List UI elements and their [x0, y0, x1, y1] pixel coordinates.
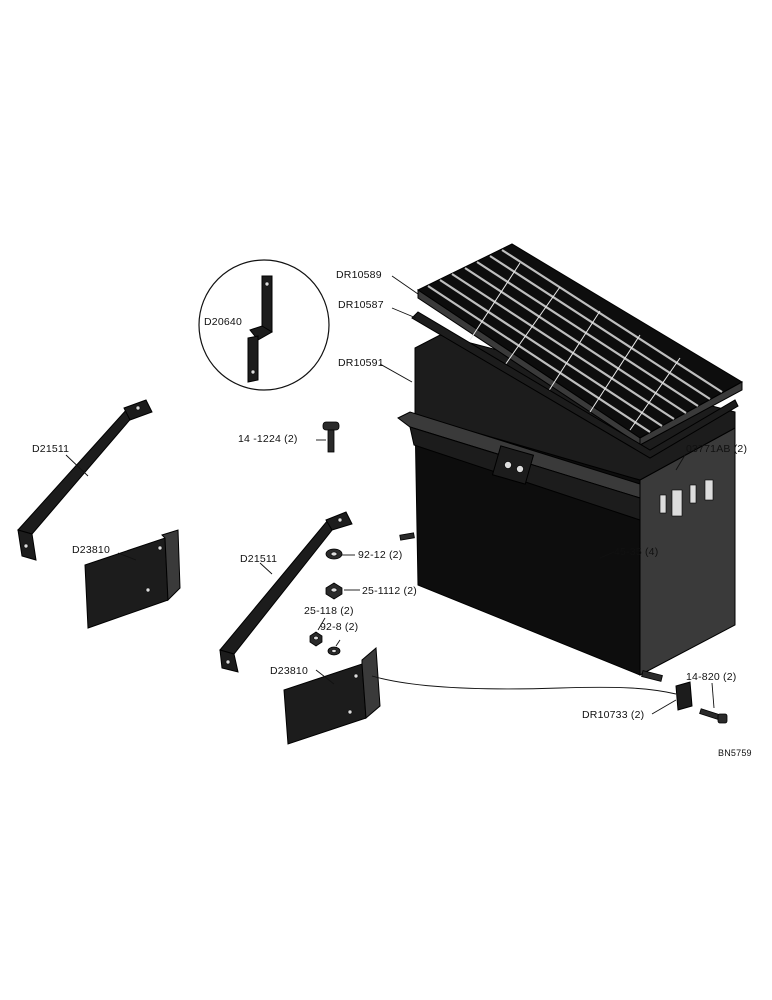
callout-bolt-14-820: 14-820 (2) — [686, 671, 736, 683]
callout-bolt-14-1224: 14 -1224 (2) — [238, 433, 298, 445]
callout-d23810-right: D23810 — [270, 665, 308, 677]
battery-cover — [416, 243, 744, 446]
callout-washer-92-8: 92-8 (2) — [320, 621, 358, 633]
cover-ribs — [427, 249, 723, 433]
side-hardware-detail — [659, 479, 714, 517]
long-bracket-right — [219, 511, 353, 673]
callout-d23810-left: D23810 — [72, 544, 110, 556]
detail-inset — [198, 259, 330, 391]
nut-25-118 — [309, 631, 323, 647]
callout-dr10589: DR10589 — [336, 269, 382, 281]
reference-code: BN5759 — [718, 748, 752, 758]
terminal-strap-part — [247, 275, 273, 383]
callout-part-45-35: 45-35 (4) — [614, 546, 658, 558]
callout-washer-92-12: 92-12 (2) — [358, 549, 402, 561]
clip-dr10733 — [675, 681, 693, 711]
callout-part-03771ab: 03771AB (2) — [686, 443, 747, 455]
callout-d20640: D20640 — [204, 316, 242, 328]
callout-clip-dr10733: DR10733 (2) — [582, 709, 644, 721]
strap-clamp — [491, 445, 535, 485]
cover-gasket — [411, 311, 739, 459]
leader-lines — [65, 275, 715, 715]
callout-dr10587: DR10587 — [338, 299, 384, 311]
callout-d21511-left: D21511 — [32, 443, 69, 455]
long-bracket-left — [17, 399, 153, 561]
bolt-14-820 — [699, 708, 728, 724]
mounting-plate-left — [84, 529, 181, 629]
nut-25-1112 — [325, 582, 343, 600]
callout-dr10591: DR10591 — [338, 357, 384, 369]
washer-92-12 — [325, 548, 343, 560]
callout-nut-25-118: 25-118 (2) — [304, 605, 354, 617]
bolt-14-1224 — [322, 421, 340, 453]
mounting-plate-right — [283, 646, 381, 745]
callout-nut-25-1112: 25-1112 (2) — [362, 585, 417, 597]
washer-92-8 — [327, 646, 341, 656]
callout-d21511-right: D21511 — [240, 553, 277, 565]
